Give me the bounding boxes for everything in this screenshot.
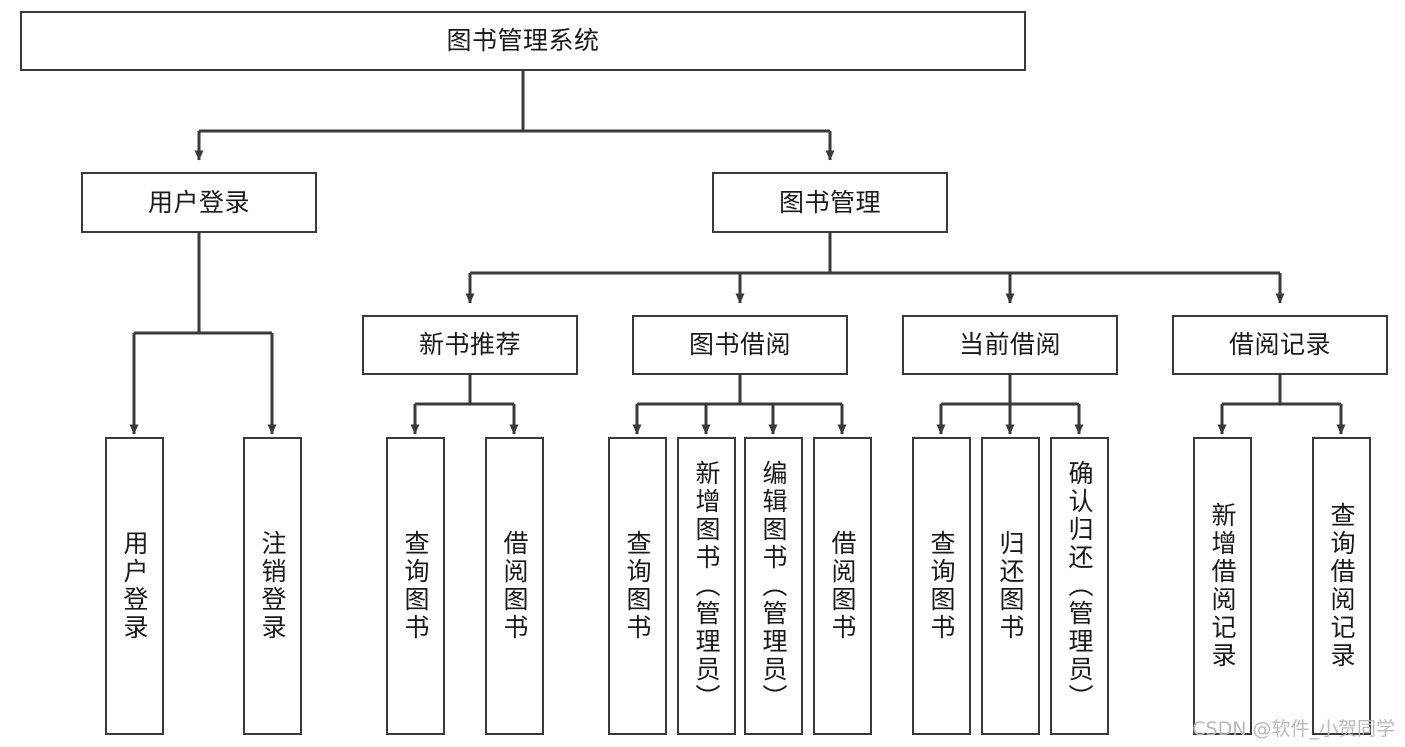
leaf-query-record[interactable]: 查询借阅记录 (1312, 437, 1371, 735)
leaf-logout[interactable]: 注销登录 (243, 437, 302, 735)
node-book-borrow[interactable]: 图书借阅 (632, 315, 848, 375)
leaf-query-book-3-label: 查询图书 (927, 530, 956, 642)
node-book-borrow-label: 图书借阅 (688, 330, 791, 360)
node-book-manage-label: 图书管理 (778, 187, 881, 217)
leaf-logout-label: 注销登录 (258, 530, 287, 642)
leaf-query-book-2[interactable]: 查询图书 (608, 437, 667, 735)
node-current-borrow[interactable]: 当前借阅 (902, 315, 1118, 375)
leaf-query-book-3[interactable]: 查询图书 (912, 437, 971, 735)
node-current-borrow-label: 当前借阅 (958, 330, 1061, 360)
leaf-confirm-return-label: 确认归还（管理员） (1065, 460, 1094, 712)
leaf-return-book[interactable]: 归还图书 (981, 437, 1040, 735)
leaf-query-record-label: 查询借阅记录 (1327, 502, 1356, 670)
leaf-borrow-book-2[interactable]: 借阅图书 (813, 437, 872, 735)
leaf-add-record[interactable]: 新增借阅记录 (1193, 437, 1252, 735)
node-user-login-label: 用户登录 (147, 187, 250, 217)
leaf-query-book-1[interactable]: 查询图书 (386, 437, 445, 735)
leaf-borrow-book-2-label: 借阅图书 (828, 530, 857, 642)
node-new-book-recommend-label: 新书推荐 (418, 330, 521, 360)
leaf-add-book-label: 新增图书（管理员） (692, 460, 721, 712)
node-root[interactable]: 图书管理系统 (20, 11, 1026, 71)
leaf-borrow-book-1-label: 借阅图书 (500, 530, 529, 642)
leaf-query-book-1-label: 查询图书 (401, 530, 430, 642)
node-book-manage[interactable]: 图书管理 (712, 172, 948, 233)
leaf-edit-book-label: 编辑图书（管理员） (759, 460, 788, 712)
node-root-label: 图书管理系统 (446, 26, 600, 56)
leaf-return-book-label: 归还图书 (996, 530, 1025, 642)
leaf-query-book-2-label: 查询图书 (623, 530, 652, 642)
leaf-edit-book[interactable]: 编辑图书（管理员） (744, 437, 803, 735)
watermark-text: CSDN @软件_小贺同学 (1192, 718, 1395, 740)
leaf-add-record-label: 新增借阅记录 (1208, 502, 1237, 670)
leaf-user-login-label: 用户登录 (120, 530, 149, 642)
leaf-user-login[interactable]: 用户登录 (105, 437, 164, 735)
node-user-login[interactable]: 用户登录 (81, 172, 317, 233)
leaf-add-book[interactable]: 新增图书（管理员） (677, 437, 736, 735)
node-new-book-recommend[interactable]: 新书推荐 (362, 315, 578, 375)
node-borrow-record[interactable]: 借阅记录 (1172, 315, 1388, 375)
node-borrow-record-label: 借阅记录 (1228, 330, 1331, 360)
leaf-borrow-book-1[interactable]: 借阅图书 (485, 437, 544, 735)
leaf-confirm-return[interactable]: 确认归还（管理员） (1050, 437, 1109, 735)
